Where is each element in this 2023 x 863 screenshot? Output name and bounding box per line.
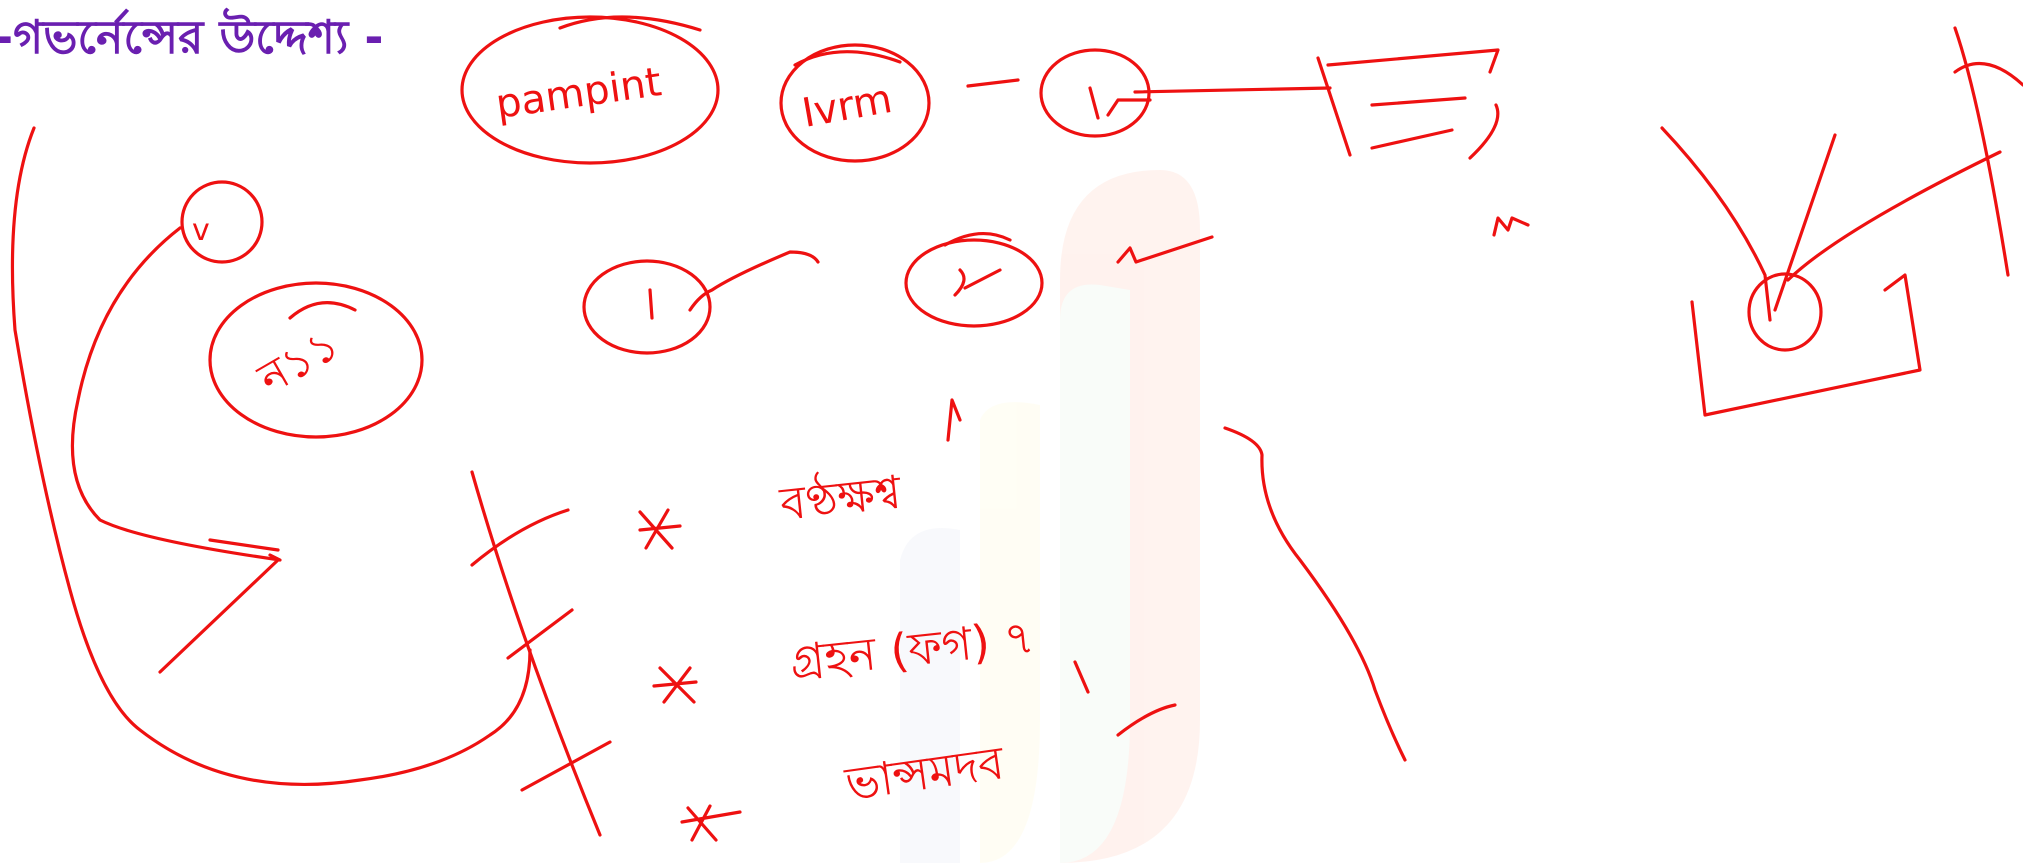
circle-pampint-flourish <box>558 15 702 32</box>
bullet-text-2: গ্রহন (ফগ) ৭ <box>788 610 1037 689</box>
circle-left-word <box>208 281 424 439</box>
bullet-text-1: বণ্ঠক্ষশ্ব <box>776 464 904 532</box>
right-figure-lines <box>1660 26 2023 322</box>
watermark-arch-orange <box>1060 170 1200 863</box>
small-m-mark <box>1492 216 1530 237</box>
bullet-star-2 <box>652 666 698 704</box>
label-small-v: v <box>192 213 210 248</box>
circle-middle-two-mark <box>943 231 1012 297</box>
circle-ivrm <box>779 43 931 163</box>
label-left-word: ন১১ <box>249 319 348 405</box>
circle-left-flourish <box>288 301 357 320</box>
arrow-line <box>1133 86 1332 94</box>
circle-middle-one-mark <box>648 250 820 320</box>
label-ivrm: Ivrm <box>799 76 896 137</box>
watermark-arch-yellow <box>980 402 1040 863</box>
right-figure-circle <box>1747 272 1823 352</box>
watermark-arch-blue <box>900 528 960 863</box>
big-left-curve <box>10 126 532 786</box>
page-heading: -গভর্নেন্সের উদ্দেশ্য - <box>0 10 384 64</box>
tick-in-circle <box>1088 86 1152 120</box>
watermark-arch-green <box>1060 284 1130 863</box>
right-figure-bracket <box>1690 273 1922 417</box>
bullet-text-1-accent <box>946 398 962 442</box>
left-arc <box>70 226 282 674</box>
circle-pampint <box>460 15 720 165</box>
right-long-curve <box>1223 426 1407 762</box>
slash-tick-3 <box>520 740 612 792</box>
ink-strokes: pampint Ivrm v ন১১ <box>10 15 2023 842</box>
vertical-slash <box>470 470 602 837</box>
stacked-lines-symbol <box>1316 48 1500 160</box>
circle-ivrm-flourish <box>793 50 902 67</box>
tick-right-middle <box>1116 235 1214 264</box>
circle-one <box>1039 48 1151 138</box>
slash-tick-2 <box>506 608 574 660</box>
dash-1 <box>966 78 1020 88</box>
slash-tick-1 <box>470 508 570 567</box>
bullet-text-2-accent <box>1073 660 1090 694</box>
bullet-star-1 <box>638 508 682 550</box>
bullet-text-3-tail <box>1116 703 1177 737</box>
label-pampint: pampint <box>493 59 664 128</box>
bullet-text-3: ভান্সমদব <box>841 735 1008 811</box>
circle-middle-one <box>582 259 712 355</box>
small-circle-v <box>180 180 264 264</box>
bullet-star-3 <box>680 804 742 842</box>
circle-middle-two <box>904 238 1044 328</box>
